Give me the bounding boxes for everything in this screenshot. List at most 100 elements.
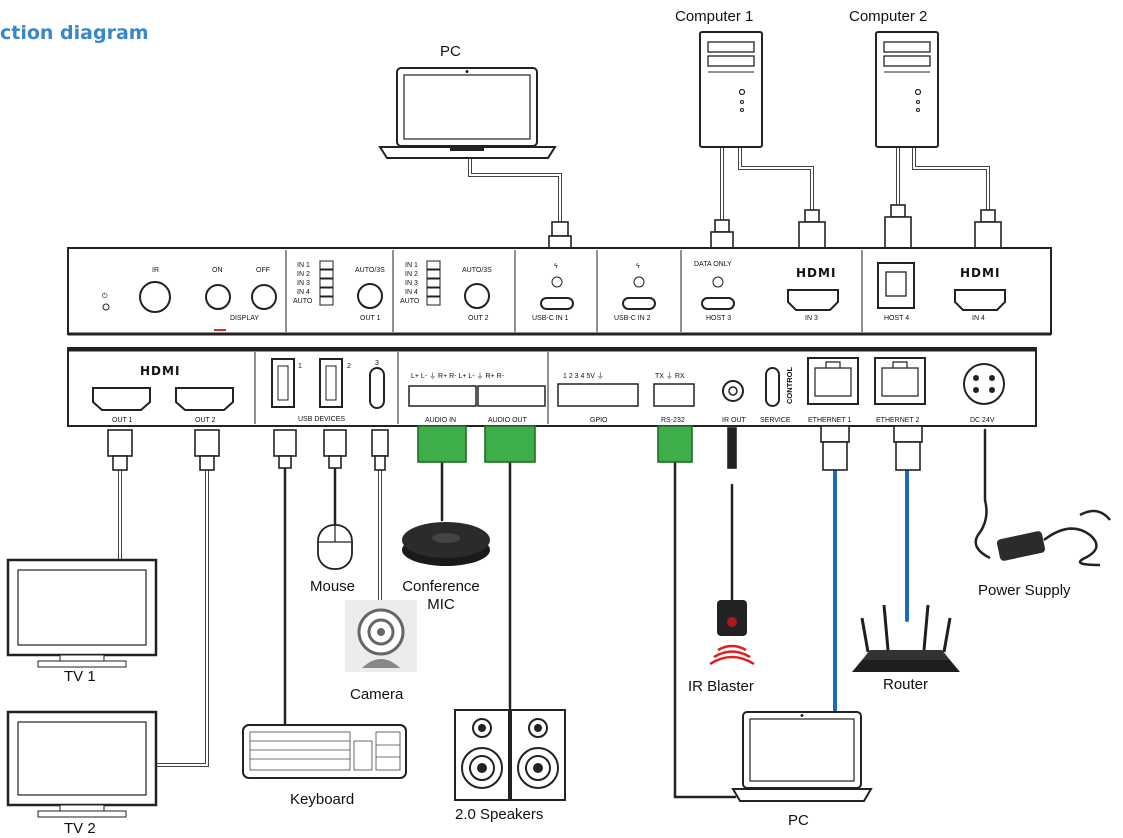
cable-rs232-pc [673, 460, 737, 799]
off-label: OFF [256, 267, 270, 274]
charge-icon: ϟ [636, 263, 640, 270]
led-bar-icon [319, 260, 334, 306]
hdmi-in4-port[interactable] [954, 289, 1006, 311]
pc-top-label: PC [440, 43, 461, 60]
usb-symbol-icon [633, 276, 645, 288]
svg-text:SERVICE: SERVICE [760, 417, 791, 424]
svg-text:ETHERNET 2: ETHERNET 2 [876, 417, 920, 424]
svg-text:IR OUT: IR OUT [722, 417, 746, 424]
svg-text:OUT 2: OUT 2 [195, 417, 216, 424]
svg-text:RS-232: RS-232 [661, 417, 685, 424]
rear-panel: HDMI OUT 1 OUT 2 1 2 3 USB DEVICES L+ L-… [67, 347, 1037, 427]
hdmi-out1-port[interactable] [92, 387, 151, 411]
computer1-label: Computer 1 [675, 8, 754, 25]
svg-text:IN 1: IN 1 [405, 262, 418, 269]
svg-text:AUTO/3S: AUTO/3S [462, 267, 492, 274]
usbc-in2-port[interactable] [622, 297, 656, 310]
svg-text:L+ L- ⏚ R+ R- L+ L- ⏚ R+ R-: L+ L- ⏚ R+ R- L+ L- ⏚ R+ R- [411, 372, 505, 380]
rs232-terminal[interactable] [653, 383, 695, 407]
usb-b-plug-icon [890, 204, 906, 218]
tv1-label: TV 1 [64, 668, 96, 685]
router-label: Router [883, 676, 929, 693]
gpio-terminal[interactable] [557, 383, 639, 407]
svg-text:OUT 1: OUT 1 [112, 417, 133, 424]
cable-out2-tv2 [153, 468, 209, 767]
on-label: ON [212, 267, 223, 274]
speakers-label: 2.0 Speakers [455, 806, 544, 823]
laptop-pc-top-icon [378, 67, 557, 159]
svg-text:AUTO/3S: AUTO/3S [355, 267, 385, 274]
keyboard-icon [242, 724, 407, 779]
hdmi-out2-port[interactable] [175, 387, 234, 411]
speakers-icon [454, 709, 566, 801]
hdmi-in3-port[interactable] [787, 289, 839, 311]
top-connectors [548, 204, 1002, 255]
bottom-connectors [107, 425, 923, 471]
hdmi-logo: HDMI [796, 266, 836, 280]
laptop-pc-bottom-icon [731, 711, 873, 802]
tv1-monitor-icon [6, 558, 158, 668]
tv2-monitor-icon [6, 710, 158, 818]
ir-blaster-label: IR Blaster [688, 678, 754, 695]
svg-text:IN 4: IN 4 [405, 289, 418, 296]
svg-text:TX ⏚ RX: TX ⏚ RX [655, 372, 685, 380]
mouse-label: Mouse [310, 578, 356, 595]
svg-text:OUT 1: OUT 1 [360, 315, 381, 322]
out2-select-button[interactable] [464, 283, 490, 309]
ir-blaster-icon [709, 600, 755, 666]
out1-select-button[interactable] [357, 283, 383, 309]
svg-text:AUDIO OUT: AUDIO OUT [488, 417, 528, 424]
dc-power-jack[interactable] [963, 363, 1005, 405]
host3-port[interactable] [701, 297, 735, 310]
svg-text:USB-C IN 1: USB-C IN 1 [532, 315, 569, 322]
camera-icon [345, 600, 417, 672]
power-supply-label: Power Supply [978, 582, 1071, 599]
svg-text:ETHERNET 1: ETHERNET 1 [808, 417, 852, 424]
conference-mic-label-2: MIC [427, 596, 455, 613]
pc-bottom-label: PC [788, 812, 809, 829]
svg-text:IN 1: IN 1 [297, 262, 310, 269]
tv2-label: TV 2 [64, 820, 96, 837]
usb-plug-icon [714, 219, 730, 233]
svg-text:1: 1 [298, 363, 302, 370]
service-usbc-port[interactable] [765, 367, 780, 407]
usbc-plug-icon [551, 221, 569, 237]
power-icon: ⏻ [102, 292, 108, 300]
front-panel: ⏻ IR ON OFF DISPLAY IN 1 IN 2 IN 3 IN 4 … [67, 247, 1052, 336]
led-icon [102, 303, 110, 311]
svg-text:OUT 2: OUT 2 [468, 315, 489, 322]
svg-text:DATA ONLY: DATA ONLY [694, 261, 732, 268]
power-supply-icon [974, 499, 1111, 567]
hdmi-plug-icon [804, 209, 820, 223]
display-on-button[interactable] [205, 284, 231, 310]
host4-usb-b-port[interactable] [877, 262, 915, 309]
computer1-tower-icon [699, 31, 763, 148]
audio-in-terminal[interactable] [408, 385, 477, 407]
svg-text:GPIO: GPIO [590, 417, 608, 424]
svg-text:IN 2: IN 2 [297, 271, 310, 278]
led-bar-icon [426, 260, 441, 306]
cable-computer2-in4 [912, 146, 990, 212]
svg-text:AUDIO IN: AUDIO IN [425, 417, 456, 424]
svg-text:3: 3 [375, 360, 379, 367]
ir-receiver-icon [139, 281, 171, 313]
usbc-in1-port[interactable] [540, 297, 574, 310]
usb-symbol-icon [551, 276, 563, 288]
router-icon [852, 604, 960, 672]
cable-pc-usbc1 [468, 153, 562, 224]
cables [118, 146, 990, 799]
usb-device3-port[interactable] [369, 367, 385, 409]
cable-computer1-in3 [738, 146, 814, 212]
svg-text:IN 3: IN 3 [405, 280, 418, 287]
svg-text:IN 4: IN 4 [297, 289, 310, 296]
conference-mic-icon [402, 522, 490, 566]
keyboard-label: Keyboard [290, 791, 355, 808]
audio-out-terminal[interactable] [477, 385, 546, 407]
display-off-button[interactable] [251, 284, 277, 310]
svg-text:1 2 3 4 5V ⏚: 1 2 3 4 5V ⏚ [563, 372, 604, 380]
svg-text:IN 3: IN 3 [805, 315, 818, 322]
usb-symbol-icon [712, 276, 724, 288]
svg-text:DC 24V: DC 24V [970, 417, 995, 424]
computer2-label: Computer 2 [849, 8, 928, 25]
